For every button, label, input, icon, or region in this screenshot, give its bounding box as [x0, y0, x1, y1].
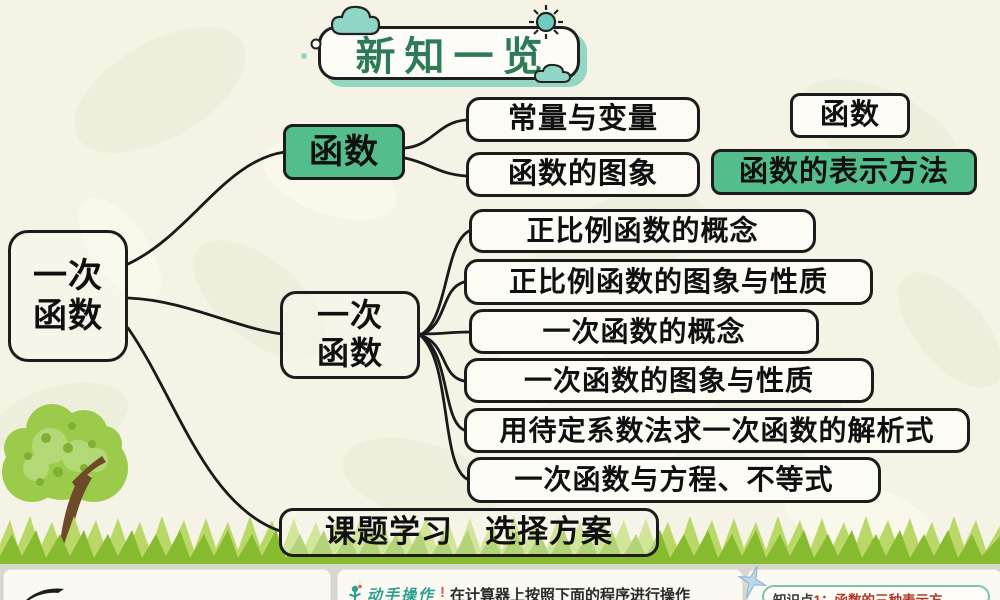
node-undetermined-coefficients: 用待定系数法求一次函数的解析式	[464, 408, 970, 453]
node-proportional-graph-properties: 正比例函数的图象与性质	[464, 259, 873, 305]
node-function-graph: 函数的图象	[466, 152, 700, 197]
sun-icon	[529, 5, 563, 39]
node-linear-function-branch: 一次 函数	[280, 291, 420, 379]
node-equations-inequalities: 一次函数与方程、不等式	[467, 457, 881, 503]
node-function-side: 函数	[790, 93, 910, 138]
node-linear-concept: 一次函数的概念	[469, 309, 819, 354]
footer-card-right: 知识点 1：函数的三种表示方	[747, 569, 1000, 600]
hands-on-text: 在计算器上按照下面的程序进行操作	[450, 587, 691, 600]
title-decorations	[301, 5, 572, 83]
node-function: 函数	[283, 124, 405, 180]
node-function-representation: 函数的表示方法	[711, 149, 977, 195]
node-linear-graph-properties: 一次函数的图象与性质	[464, 358, 874, 403]
node-project-study: 课题学习 选择方案	[279, 508, 659, 557]
sparkle-star-icon	[737, 565, 768, 599]
cloud-icon	[301, 5, 381, 59]
footer-card-middle: 动手操作! 在计算器上按照下面的程序进行操作	[337, 569, 743, 600]
person-icon	[349, 584, 362, 600]
node-constants-variables: 常量与变量	[466, 97, 700, 142]
small-cloud-icon	[533, 63, 572, 83]
page-title: 新知一览	[355, 34, 552, 79]
knowledge-point-pill: 知识点 1：函数的三种表示方	[762, 585, 990, 600]
node-root-linear-function: 一次 函数	[8, 230, 128, 362]
hands-on-label: 动手操作	[367, 587, 436, 600]
footer-strip: 动手操作! 在计算器上按照下面的程序进行操作 知识点 1：函数的三种表示方	[0, 564, 1000, 600]
knowledge-point-text: 1：函数的三种表示方	[814, 589, 943, 600]
grass-strip	[0, 516, 1000, 566]
knowledge-point-prefix: 知识点	[773, 589, 814, 600]
node-proportional-concept: 正比例函数的概念	[469, 209, 816, 253]
tree-illustration	[2, 404, 128, 568]
footer-card-left	[3, 569, 331, 600]
hands-on-exclaim: !	[440, 584, 446, 600]
hands-on-row: 动手操作! 在计算器上按照下面的程序进行操作	[348, 584, 690, 600]
bird-swoosh-icon	[26, 588, 64, 600]
